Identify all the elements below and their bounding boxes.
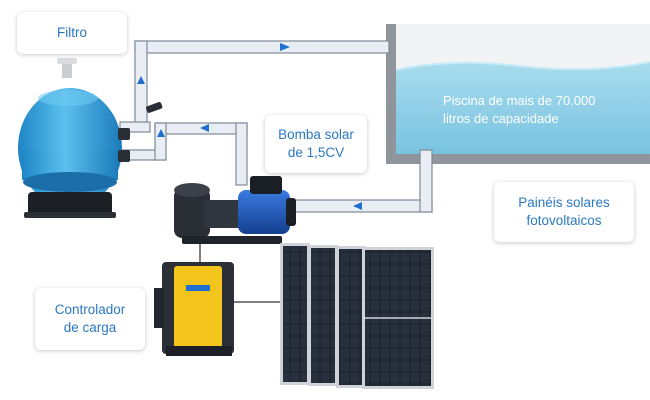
flow-arrows <box>137 43 362 210</box>
flow-arrow-icon <box>353 202 362 210</box>
pump-label-line1: Bomba solar <box>278 127 354 143</box>
flow-arrow-icon <box>137 76 145 84</box>
wiring <box>199 244 282 303</box>
panels-label: Painéis solares fotovoltaicos <box>494 182 634 242</box>
panels-label-line1: Painéis solares <box>518 195 610 211</box>
panels-label-line2: fotovoltaicos <box>526 213 602 228</box>
filter-label: Filtro <box>17 12 127 54</box>
controller-label: Controlador de carga <box>35 288 145 350</box>
pool <box>386 24 650 164</box>
pool-label-line2: litros de capacidade <box>443 111 559 127</box>
controller-label-line1: Controlador <box>54 302 126 318</box>
filter-label-text: Filtro <box>57 25 87 41</box>
pipe-network <box>119 40 433 213</box>
solar-panels <box>280 243 434 389</box>
controller-label-line2: de carga <box>63 320 117 335</box>
pump-label: Bomba solar de 1,5CV <box>265 115 367 173</box>
solar-pump <box>174 176 296 244</box>
pool-label-line1: Piscina de mais de 70.000 <box>443 93 596 108</box>
flow-arrow-icon <box>280 43 290 51</box>
flow-arrow-icon <box>200 124 209 132</box>
sand-filter <box>18 58 163 218</box>
flow-arrow-icon <box>157 129 165 137</box>
charge-controller <box>154 262 234 356</box>
pool-label: Piscina de mais de 70.000 litros de capa… <box>443 92 643 128</box>
pump-label-line2: de 1,5CV <box>287 145 345 160</box>
